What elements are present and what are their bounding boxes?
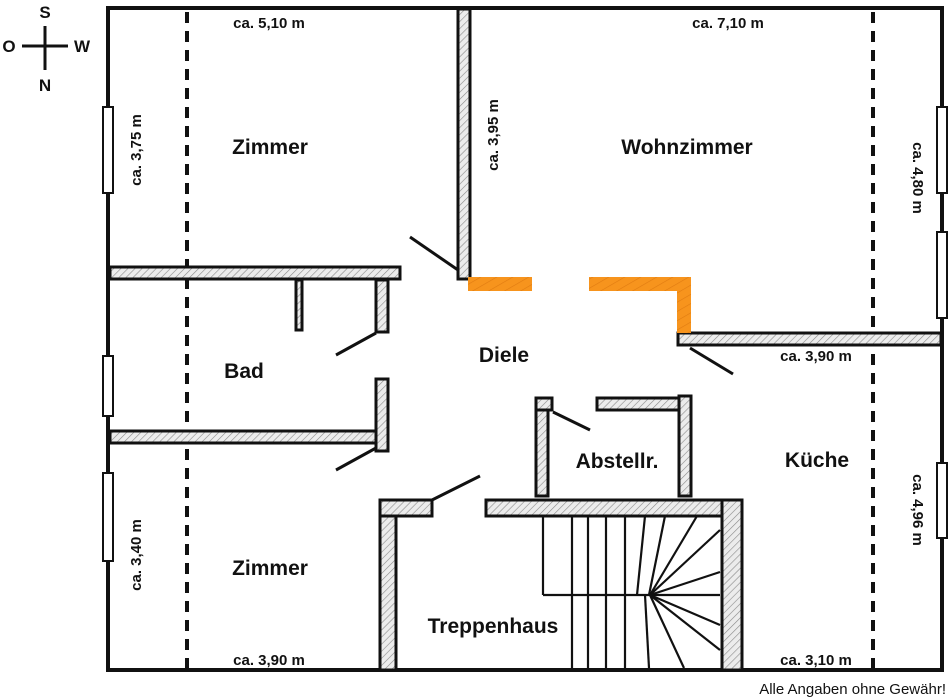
dim-kueche-height: ca. 4,96 m bbox=[909, 474, 926, 546]
dim-zimmer-bottom-width: ca. 3,90 m bbox=[233, 652, 305, 669]
wall-bad-zimmer bbox=[108, 429, 378, 445]
wall-bad-right-lower bbox=[374, 377, 390, 453]
wall-abstell-left bbox=[534, 398, 550, 498]
disclaimer-text: Alle Angaben ohne Gewähr! bbox=[759, 681, 946, 698]
wall-bad-right-upper bbox=[374, 278, 390, 334]
window bbox=[936, 462, 948, 539]
door-bad bbox=[335, 331, 377, 357]
dim-kueche-bottom-width: ca. 3,10 m bbox=[780, 652, 852, 669]
dim-wohnzimmer-right-height: ca. 4,80 m bbox=[909, 142, 926, 214]
dim-wohnzimmer-width: ca. 7,10 m bbox=[692, 15, 764, 32]
window bbox=[936, 106, 948, 194]
room-label-abstellraum: Abstellr. bbox=[576, 450, 659, 473]
room-label-bad: Bad bbox=[224, 360, 264, 383]
dim-zimmer-bottom-height: ca. 3,40 m bbox=[128, 519, 145, 591]
wall-abstell-right bbox=[677, 394, 693, 498]
door-zimmer-bottom bbox=[335, 446, 377, 472]
door-kueche bbox=[689, 346, 734, 376]
dim-zimmer-top-width: ca. 5,10 m bbox=[233, 15, 305, 32]
wall-treppe-top-left bbox=[378, 498, 434, 518]
door-zimmer-top bbox=[409, 235, 459, 272]
room-label-treppenhaus: Treppenhaus bbox=[428, 615, 559, 638]
window bbox=[102, 472, 114, 562]
compass-east: O bbox=[2, 37, 15, 56]
compass-south: S bbox=[39, 3, 50, 22]
wall-wohnzimmer-kueche bbox=[676, 331, 943, 347]
orange-wall-right bbox=[589, 277, 691, 291]
door-treppenhaus bbox=[431, 474, 481, 502]
room-label-wohnzimmer: Wohnzimmer bbox=[621, 136, 752, 159]
windows bbox=[102, 106, 948, 562]
dim-wohnzimmer-left-height: ca. 3,95 m bbox=[485, 99, 502, 171]
room-label-kueche: Küche bbox=[785, 449, 849, 472]
compass: S O W N bbox=[2, 3, 91, 95]
dimension-labels: ca. 5,10 m ca. 3,75 m ca. 3,95 m ca. 7,1… bbox=[128, 15, 926, 669]
room-label-diele: Diele bbox=[479, 344, 529, 367]
compass-west: W bbox=[74, 37, 91, 56]
wall-treppe-right bbox=[720, 498, 744, 672]
window bbox=[102, 355, 114, 417]
orange-wall-left bbox=[468, 277, 532, 291]
doors bbox=[335, 235, 734, 502]
wall-zimmer-wohnzimmer bbox=[456, 7, 472, 281]
wall-treppe-top-right bbox=[484, 498, 744, 518]
door-abstellraum bbox=[552, 410, 591, 432]
wall-bad-stub bbox=[294, 278, 304, 332]
staircase bbox=[541, 515, 721, 669]
room-label-zimmer-top: Zimmer bbox=[232, 136, 308, 159]
compass-north: N bbox=[39, 76, 51, 95]
wall-treppe-left bbox=[378, 498, 398, 672]
room-labels: Zimmer Wohnzimmer Bad Diele Abstellr. Kü… bbox=[224, 136, 849, 638]
window bbox=[102, 106, 114, 194]
dim-zimmer-top-height: ca. 3,75 m bbox=[128, 114, 145, 186]
wall-abstell-top-left bbox=[534, 396, 554, 412]
wall-abstell-top-right bbox=[595, 396, 681, 412]
window bbox=[936, 231, 948, 319]
removed-walls bbox=[468, 277, 691, 333]
wall-zimmer-bad bbox=[108, 265, 402, 281]
interior-walls bbox=[108, 7, 943, 672]
orange-wall-corner bbox=[677, 277, 691, 333]
room-label-zimmer-bottom: Zimmer bbox=[232, 557, 308, 580]
dim-kueche-top-width: ca. 3,90 m bbox=[780, 348, 852, 365]
